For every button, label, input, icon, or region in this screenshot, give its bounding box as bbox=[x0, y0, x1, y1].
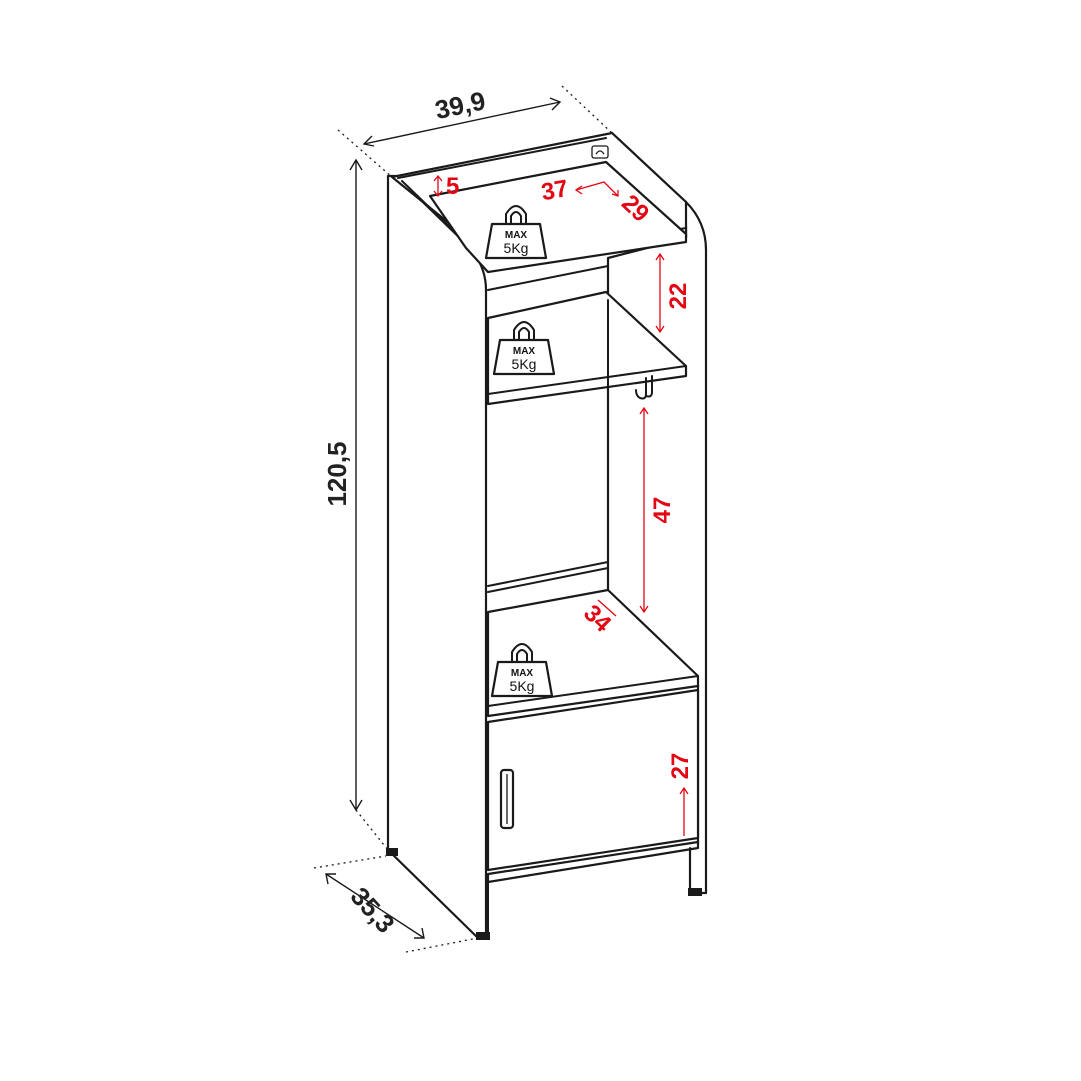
furniture-unit bbox=[386, 131, 708, 940]
dimension-middle-gap: 47 bbox=[639, 406, 676, 614]
svg-text:MAX: MAX bbox=[505, 230, 528, 241]
svg-text:MAX: MAX bbox=[513, 346, 536, 357]
right-foot bbox=[688, 888, 702, 896]
dimension-height: 120,5 bbox=[322, 158, 389, 851]
kick-plate bbox=[486, 840, 700, 884]
middle-gap-label: 47 bbox=[649, 497, 676, 524]
upper-gap-label: 22 bbox=[665, 283, 692, 310]
cable-hole-icon bbox=[591, 145, 609, 159]
height-label: 120,5 bbox=[322, 441, 352, 506]
dimension-upper-gap: 22 bbox=[655, 252, 692, 334]
svg-text:5Kg: 5Kg bbox=[504, 240, 529, 256]
top-lip-label: 5 bbox=[446, 173, 459, 200]
svg-text:5Kg: 5Kg bbox=[510, 678, 535, 694]
dimension-cabinet-height: 27 bbox=[667, 753, 694, 836]
svg-text:MAX: MAX bbox=[511, 668, 534, 679]
weight-icon: MAX 5Kg bbox=[490, 643, 554, 698]
left-side-panel bbox=[386, 174, 488, 940]
weight-icon: MAX 5Kg bbox=[492, 321, 556, 376]
cabinet-door bbox=[486, 688, 700, 872]
back-foot bbox=[386, 848, 398, 856]
cabinet-height-label: 27 bbox=[667, 753, 694, 780]
dimension-top-lip: 5 bbox=[433, 173, 459, 200]
svg-text:5Kg: 5Kg bbox=[512, 356, 537, 372]
top-width-label: 37 bbox=[539, 175, 570, 206]
hook-icon bbox=[635, 375, 653, 400]
depth-label: 35,3 bbox=[345, 881, 401, 939]
weight-icon: MAX 5Kg bbox=[484, 205, 548, 260]
front-foot bbox=[476, 932, 490, 940]
